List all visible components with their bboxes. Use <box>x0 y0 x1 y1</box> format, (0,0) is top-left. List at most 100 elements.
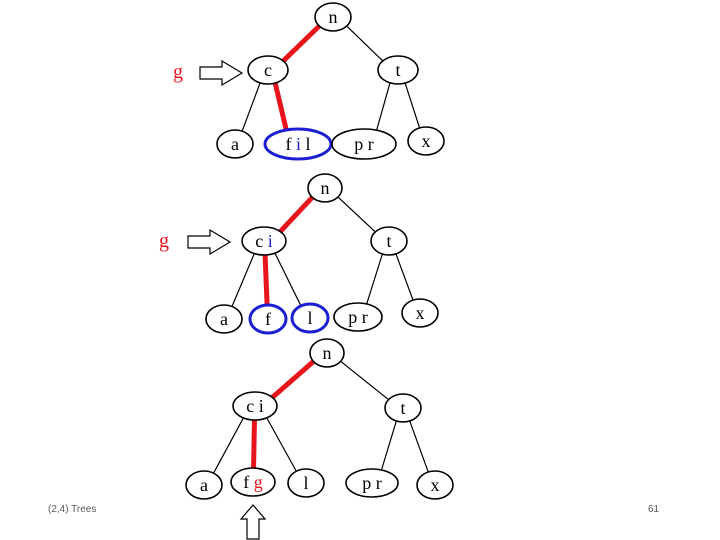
node-keys: p r <box>348 307 368 327</box>
edge-n-t <box>339 359 391 402</box>
node-key: c <box>264 60 272 80</box>
edge-ci-a <box>230 251 256 309</box>
node-key: x <box>416 303 425 323</box>
node-key: i <box>263 231 273 251</box>
tree-node-t: t <box>377 55 419 85</box>
footer-title: (2,4) Trees <box>48 504 97 515</box>
node-key: f <box>243 472 249 492</box>
node-key: l <box>307 308 312 328</box>
edge-t-pr <box>365 252 384 306</box>
node-key: t <box>400 398 405 418</box>
selected-node-outline <box>248 303 288 335</box>
tree-node-pr: p r <box>333 302 383 332</box>
node-outline <box>287 468 325 498</box>
node-outline <box>333 302 383 332</box>
node-keys: x <box>422 131 431 151</box>
node-keys: f g <box>243 472 263 492</box>
node-key: x <box>431 475 440 495</box>
pointer-label: g <box>173 61 183 83</box>
tree-node-c: c <box>247 55 289 85</box>
node-keys: c i <box>255 231 273 251</box>
node-key: c <box>255 231 263 251</box>
edge-t-x <box>404 81 421 130</box>
node-outline <box>232 391 278 421</box>
edge-ci-a <box>212 416 245 475</box>
node-key: t <box>386 231 391 251</box>
tree-node-a: a <box>205 304 243 334</box>
selected-node-outline <box>263 127 333 161</box>
tree-diagram-2: n c i t a f l p r x g <box>159 173 439 335</box>
node-outline <box>309 338 345 368</box>
tree-node-pr: p r <box>331 128 397 160</box>
node-keys: l <box>307 308 312 328</box>
node-keys: x <box>431 475 440 495</box>
node-outline <box>384 393 422 423</box>
node-keys: t <box>395 60 400 80</box>
tree-node-t: t <box>384 393 422 423</box>
node-key: l <box>301 134 311 154</box>
node-keys: n <box>321 178 330 198</box>
node-key: p r <box>348 307 368 327</box>
node-key: a <box>231 134 239 154</box>
edge-ci-l <box>273 251 303 308</box>
node-keys: p r <box>354 134 374 154</box>
node-outline <box>185 470 223 500</box>
edge-t-pr <box>375 81 391 133</box>
highlighted-edge-ci-f <box>262 251 270 309</box>
tree-node-f: f <box>248 303 288 335</box>
tree-node-ci: c i <box>232 391 278 421</box>
edge-ci-l <box>265 416 298 473</box>
tree-node-fg: f g <box>230 467 276 497</box>
node-keys: c <box>264 60 272 80</box>
node-outline <box>247 55 289 85</box>
node-key: p r <box>354 134 374 154</box>
node-keys: f i l <box>285 134 310 154</box>
tree-node-l: l <box>287 468 325 498</box>
pointer-arrow-icon <box>187 228 232 256</box>
node-key: f <box>285 134 291 154</box>
node-outline <box>401 298 439 328</box>
footer-page-number: 61 <box>648 504 660 515</box>
node-keys: t <box>400 398 405 418</box>
edge-n-t <box>345 24 385 63</box>
node-outline <box>377 55 419 85</box>
node-key: n <box>323 343 332 363</box>
pointer-label: g <box>159 230 169 252</box>
node-key: t <box>395 60 400 80</box>
tree-node-n: n <box>309 338 345 368</box>
node-key: a <box>220 309 228 329</box>
highlighted-edge-n-ci <box>268 358 317 401</box>
node-key: i <box>291 134 301 154</box>
highlighted-edge-n-c <box>279 22 323 65</box>
pointer-arrow-icon <box>199 59 244 87</box>
node-keys: n <box>323 343 332 363</box>
tree-node-n: n <box>314 2 352 32</box>
tree-node-pr: p r <box>345 468 399 498</box>
node-outline <box>307 173 343 203</box>
node-key: n <box>329 7 338 27</box>
tree-node-ci: c i <box>241 226 287 256</box>
highlighted-edge-c-fil <box>272 79 290 134</box>
node-outline <box>205 304 243 334</box>
node-keys: n <box>329 7 338 27</box>
node-outline <box>370 226 408 256</box>
tree-node-fil: f i l <box>263 127 333 161</box>
node-keys: x <box>416 303 425 323</box>
highlighted-edge-ci-fg <box>251 416 257 472</box>
node-keys: a <box>231 134 239 154</box>
tree-node-n: n <box>307 173 343 203</box>
node-keys: a <box>220 309 228 329</box>
edge-t-x <box>394 252 415 302</box>
node-keys: p r <box>362 473 382 493</box>
edge-t-x <box>408 419 430 474</box>
tree-node-x: x <box>416 470 454 500</box>
node-outline <box>230 467 276 497</box>
node-outline <box>407 126 445 156</box>
node-key: x <box>422 131 431 151</box>
node-key: g <box>249 472 263 492</box>
node-outline <box>314 2 352 32</box>
node-keys: f <box>265 309 271 329</box>
node-key: f <box>265 309 271 329</box>
tree-node-a: a <box>216 129 254 159</box>
